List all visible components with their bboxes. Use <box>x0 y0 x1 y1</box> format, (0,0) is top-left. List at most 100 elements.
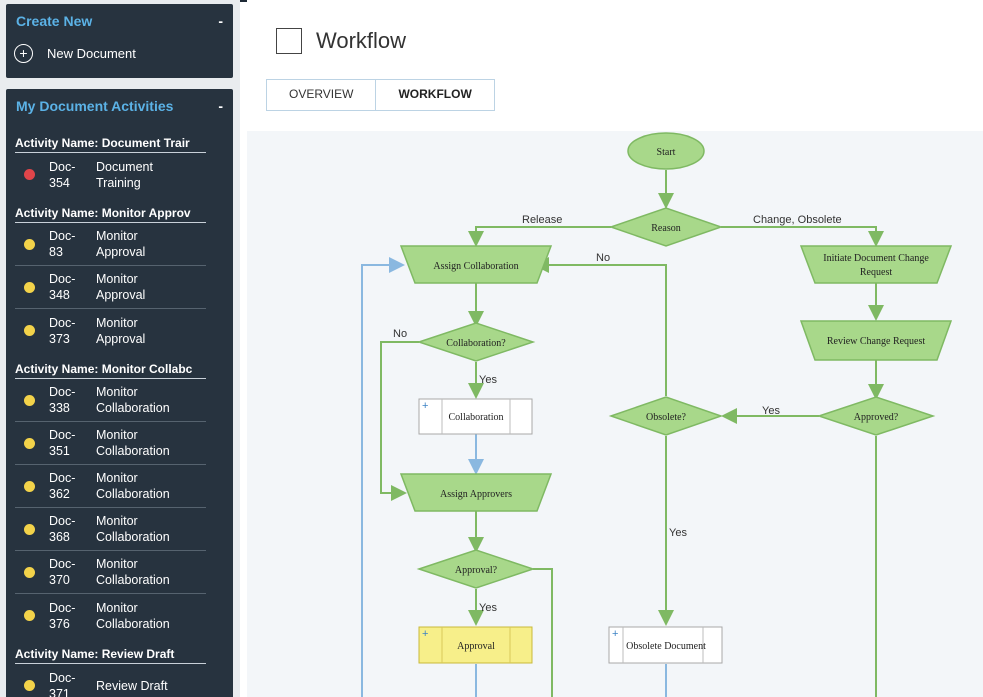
create-new-title: Create New <box>16 13 93 29</box>
activity-name: Review Draft <box>96 678 168 693</box>
collapse-activities-button[interactable]: - <box>218 98 223 114</box>
activity-list-item[interactable]: Doc- 376 Monitor Collaboration <box>15 594 206 637</box>
connectors <box>361 170 884 697</box>
change-obsolete-connector <box>721 226 884 247</box>
approved-decision[interactable]: Approved? <box>816 396 936 436</box>
document-id: Doc- 338 <box>49 385 76 415</box>
approval-decision[interactable]: Approval? <box>416 549 536 589</box>
review-change-label: Review Change Request <box>827 336 926 347</box>
activity-group-title: Activity Name: Review Draft <box>15 646 206 664</box>
status-yellow-dot-icon <box>24 325 35 336</box>
status-yellow-dot-icon <box>24 680 35 691</box>
collaboration-task-label: Collaboration <box>449 412 504 423</box>
document-id: Doc- 362 <box>49 471 76 501</box>
obsolete-no-label: No <box>596 252 610 264</box>
new-document-button[interactable]: + New Document <box>6 38 233 68</box>
sidebar: Create New - + New Document My Document … <box>0 0 240 697</box>
assign-collaboration-label: Assign Collaboration <box>433 261 518 272</box>
assign-approvers-label: Assign Approvers <box>440 489 512 500</box>
document-id: Doc- 370 <box>49 557 76 587</box>
approval-yes-label: Yes <box>479 602 497 614</box>
main-content: Workflow OVERVIEW WORKFLOW <box>247 0 983 697</box>
activity-name: Monitor Collaboration <box>96 471 170 501</box>
release-connector <box>468 226 611 247</box>
collaboration-task[interactable]: + Collaboration <box>418 398 533 435</box>
document-id: Doc- 376 <box>49 600 76 631</box>
activity-name: Document Training <box>96 159 153 190</box>
status-yellow-dot-icon <box>24 523 35 535</box>
collaboration-decision[interactable]: Collaboration? <box>416 322 536 362</box>
tab-overview[interactable]: OVERVIEW <box>267 80 376 110</box>
status-yellow-dot-icon <box>24 437 35 449</box>
document-id: Doc- 83 <box>49 229 76 259</box>
obsolete-document-task[interactable]: + Obsolete Document <box>608 626 723 664</box>
review-change-node[interactable]: Review Change Request <box>799 320 953 361</box>
create-new-header[interactable]: Create New - <box>6 4 233 38</box>
document-id: Doc- 354 <box>49 159 76 190</box>
activity-name: Monitor Collaboration <box>96 514 170 544</box>
approval-task-label: Approval <box>457 641 495 652</box>
activity-group-title: Activity Name: Monitor Collabc <box>15 361 206 379</box>
approval-task[interactable]: + Approval <box>418 626 533 664</box>
new-document-label: New Document <box>47 45 136 61</box>
status-yellow-dot-icon <box>24 281 35 293</box>
document-id: Doc- 351 <box>49 428 76 458</box>
activity-list-item[interactable]: Doc- 362 Monitor Collaboration <box>15 465 206 508</box>
collab-no-connector <box>380 341 419 501</box>
activity-list-item[interactable]: Doc- 348 Monitor Approval <box>15 266 206 309</box>
document-id: Doc- 348 <box>49 272 76 302</box>
initiate-change-node[interactable]: Initiate Document Change Request <box>799 245 953 284</box>
start-node[interactable]: Start <box>627 132 705 170</box>
initiate-change-label-2: Request <box>860 267 892 278</box>
activity-list-item[interactable]: Doc- 354 Document Training <box>15 153 206 196</box>
activity-name: Monitor Approval <box>96 272 146 302</box>
plus-circle-icon: + <box>14 43 33 63</box>
activity-name: Monitor Collaboration <box>96 385 170 415</box>
activity-list-item[interactable]: Doc- 373 Monitor Approval <box>15 309 206 352</box>
collab-yes-label: Yes <box>479 374 497 386</box>
activity-name: Monitor Approval <box>96 229 146 259</box>
release-branch-label: Release <box>522 214 562 226</box>
obsolete-decision[interactable]: Obsolete? <box>608 396 724 436</box>
page-header: Workflow <box>276 28 406 54</box>
activity-list-item[interactable]: Doc- 83 Monitor Approval <box>15 223 206 266</box>
page-title: Workflow <box>316 28 407 53</box>
collaboration-q-label: Collaboration? <box>446 338 506 349</box>
create-new-panel: Create New - + New Document <box>6 4 233 78</box>
obsolete-yes-label: Yes <box>669 527 687 539</box>
status-red-dot-icon <box>24 169 35 180</box>
assign-approvers-node[interactable]: Assign Approvers <box>399 473 553 512</box>
workflow-canvas: Start Reason Release Change, Obsolete As… <box>247 131 983 697</box>
tab-workflow[interactable]: WORKFLOW <box>375 80 494 110</box>
document-activities-header[interactable]: My Document Activities - <box>6 89 233 123</box>
status-yellow-dot-icon <box>24 480 35 492</box>
approved-q-label: Approved? <box>854 412 899 423</box>
document-id: Doc- 373 <box>49 315 76 346</box>
obsolete-q-label: Obsolete? <box>646 412 687 423</box>
activity-list-item[interactable]: Doc- 351 Monitor Collaboration <box>15 422 206 465</box>
reason-decision[interactable]: Reason <box>608 207 724 247</box>
change-obsolete-branch-label: Change, Obsolete <box>753 214 842 226</box>
assign-collaboration-node[interactable]: Assign Collaboration <box>399 245 553 284</box>
reason-label: Reason <box>651 223 680 234</box>
activity-name: Monitor Collaboration <box>96 600 170 631</box>
status-yellow-dot-icon <box>24 238 35 250</box>
tab-bar: OVERVIEW WORKFLOW <box>266 79 495 111</box>
collapse-create-new-button[interactable]: - <box>218 13 223 29</box>
obsolete-no-connector <box>533 257 667 396</box>
activity-name: Monitor Approval <box>96 315 146 346</box>
start-label: Start <box>657 147 676 158</box>
activity-group-title: Activity Name: Monitor Approv <box>15 205 206 223</box>
workflow-checkbox-icon <box>276 28 302 54</box>
return-loop-connector <box>361 257 405 697</box>
activity-name: Monitor Collaboration <box>96 428 170 458</box>
task-plus-icon: + <box>422 400 428 412</box>
approval-q-label: Approval? <box>455 565 498 576</box>
activity-group-title: Activity Name: Document Trair <box>15 135 206 153</box>
task-plus-icon: + <box>612 628 618 640</box>
activity-list-item[interactable]: Doc- 338 Monitor Collaboration <box>15 379 206 422</box>
